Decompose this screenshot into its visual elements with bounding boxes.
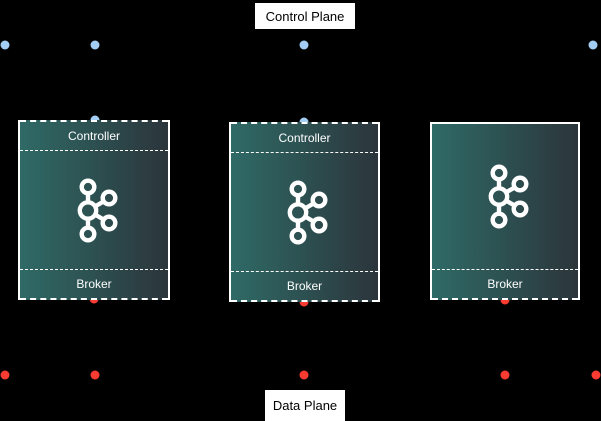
controller-section: Controller [20, 120, 168, 151]
broker-label: Broker [487, 277, 523, 291]
data-plane-port-dot [90, 370, 100, 379]
kafka-logo-icon [77, 177, 118, 243]
control-plane-port-dot [0, 40, 9, 50]
kafka-logo-icon [287, 179, 328, 245]
broker-section: Broker [432, 269, 578, 300]
data-plane-label: Data Plane [265, 390, 345, 421]
node-body [432, 124, 578, 269]
control-plane-port-dot [299, 40, 309, 50]
control-plane-port-dot [90, 40, 100, 50]
data-plane-port-dot [299, 370, 309, 379]
broker-label: Broker [286, 279, 323, 293]
data-plane-port-dot [500, 370, 510, 379]
kafka-node-3: Broker [430, 122, 580, 300]
broker-section: Broker [231, 271, 378, 302]
broker-label: Broker [76, 277, 112, 291]
control-plane-label: Control Plane [255, 3, 355, 29]
node-body [20, 151, 168, 269]
broker-section: Broker [20, 269, 168, 300]
controller-label: Controller [67, 129, 121, 143]
kafka-node-2: Controller Broker [229, 122, 380, 302]
control-plane-port-dot [588, 40, 598, 50]
kafka-logo-icon [488, 164, 529, 229]
data-plane-port-dot [591, 370, 601, 379]
controller-label: Controller [278, 131, 331, 145]
broker-port-dot [500, 295, 510, 305]
broker-port-dot [299, 297, 309, 307]
kafka-node-1: Controller Broker [18, 120, 170, 300]
node-body [231, 153, 378, 271]
controller-section: Controller [231, 122, 378, 153]
data-plane-port-dot [0, 370, 9, 379]
